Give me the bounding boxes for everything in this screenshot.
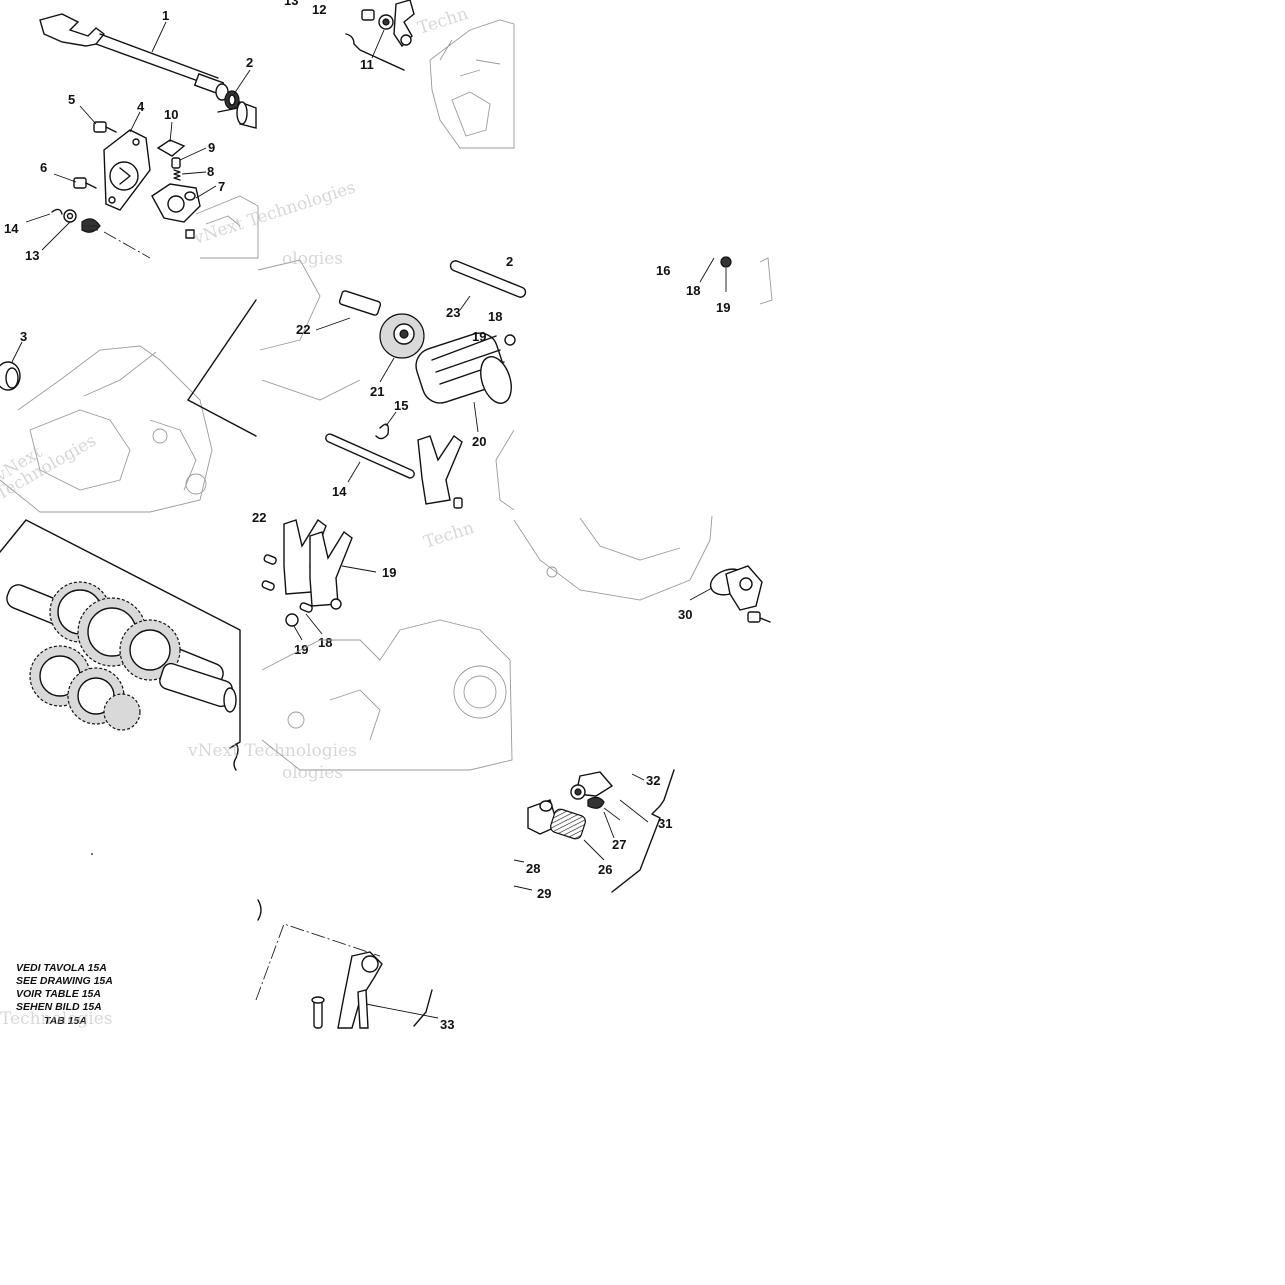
tile-shift-shaft: 1 2 4 5 10 9 8 7 6 14 13 vNext Technolog…: [4, 8, 358, 263]
callout-4: 4: [137, 99, 145, 114]
callout-7: 7: [218, 179, 225, 194]
tile-crankcase-left: 3 Technologies vNext: [0, 329, 213, 513]
callout-10: 10: [164, 107, 178, 122]
callout-30: 29: [537, 886, 551, 901]
callout-9: 9: [208, 140, 215, 155]
callout-8: 8: [207, 164, 214, 179]
callout-11: 11: [360, 57, 374, 72]
callout-17: 16: [656, 263, 670, 278]
callout-18-a: 18: [488, 309, 502, 324]
callout-13-a: 13: [25, 248, 39, 263]
callout-20: 20: [472, 434, 486, 449]
callout-14: 14: [4, 221, 19, 236]
callout-33: 33: [440, 1017, 454, 1032]
callout-18-b: 18: [686, 283, 700, 298]
note-line-it: VEDI TAVOLA 15A: [16, 962, 107, 974]
watermark-brand-bottom: vNext Technologies: [187, 741, 357, 761]
callout-6: 6: [40, 160, 47, 175]
callout-15: 14: [332, 484, 347, 499]
callout-29: 30: [678, 607, 692, 622]
callout-13-b: 13: [284, 0, 298, 8]
callout-21: 21: [370, 384, 384, 399]
callout-19-b: 19: [716, 300, 730, 315]
tile-gearbox: vNext Technologies: [0, 519, 357, 771]
tile-pedal-parts: 32 31 27 26 28 29: [513, 769, 675, 901]
watermark-note: Technologies: [0, 1009, 113, 1029]
watermark-brand: vNext Technologies: [190, 178, 358, 250]
callout-24: 22: [252, 510, 266, 525]
note-line-fr: VOIR TABLE 15A: [16, 988, 101, 1000]
callout-26: 26: [598, 862, 612, 877]
note-line-es: TAB 15A: [44, 1015, 87, 1027]
watermark-ologies-bottom: ologies: [282, 763, 343, 783]
callout-2: 2: [246, 55, 253, 70]
callout-32: 32: [646, 773, 660, 788]
callout-1: 1: [162, 8, 169, 23]
note-line-de: SEHEN BILD 15A: [16, 1001, 102, 1013]
callout-19-a: 19: [472, 329, 486, 344]
watermark-ologies-top: ologies: [282, 249, 343, 269]
callout-25: 23: [446, 305, 460, 320]
callout-23: 19: [382, 565, 396, 580]
tile-cover: 30: [513, 515, 771, 623]
gear-cluster: [6, 581, 237, 731]
tile-reference-note: VEDI TAVOLA 15A SEE DRAWING 15A VOIR TAB…: [0, 853, 113, 1029]
callout-27: 27: [612, 837, 626, 852]
watermark-brand-fragment: Techn: [415, 4, 470, 39]
callout-5: 5: [68, 92, 75, 107]
callout-2-b: 2: [506, 254, 513, 269]
callout-31: 31: [658, 816, 672, 831]
tile-selector-drum: 22 21 20 23 2 18 19 15 14 ologies: [187, 249, 527, 511]
tile-small-parts: 16 18 19: [656, 256, 773, 315]
callout-18-c: 18: [318, 635, 332, 650]
callout-22: 22: [296, 322, 310, 337]
watermark-technologies-mid: Techn: [421, 518, 476, 553]
callout-12: 12: [312, 2, 326, 17]
tile-pedal-lever: 33: [255, 899, 454, 1032]
callout-16: 15: [394, 398, 408, 413]
callout-3: 3: [20, 329, 27, 344]
callout-28: 28: [526, 861, 540, 876]
note-line-en: SEE DRAWING 15A: [16, 975, 113, 987]
tile-lever-crankcase: 12 13 11 Techn: [284, 0, 515, 149]
